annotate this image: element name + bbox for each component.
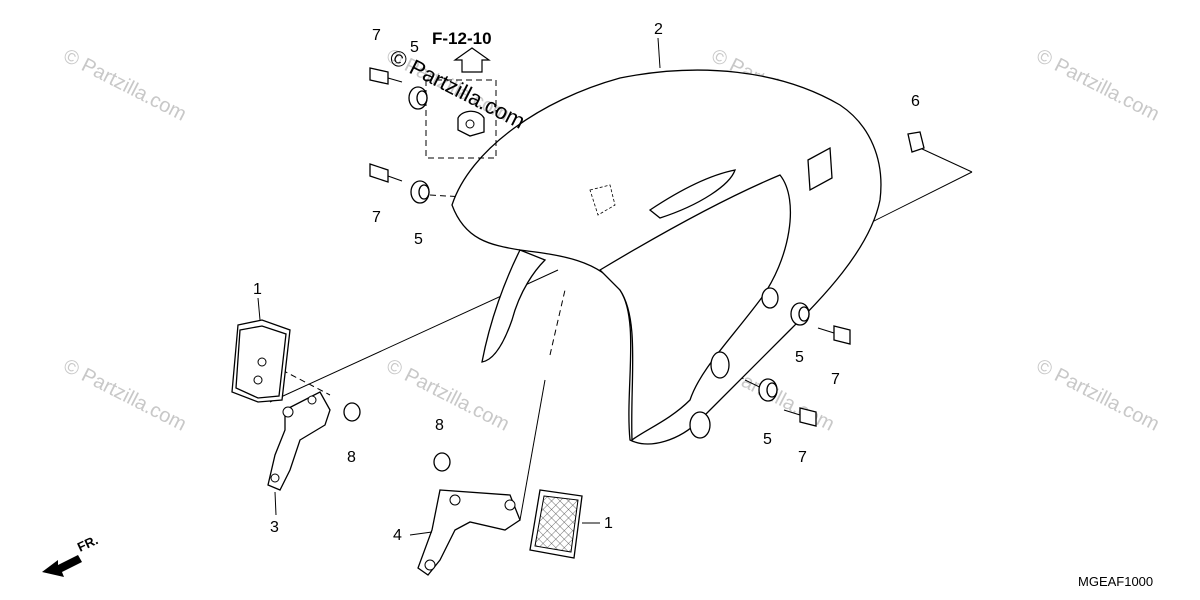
- callout-label: 8: [347, 449, 356, 466]
- callout-label: 1: [253, 281, 262, 298]
- callout-label: 7: [831, 371, 840, 388]
- detail-box: [425, 79, 497, 159]
- callouts: 2 7 5 7 5 6 1 5 7 5 7 8 8 3 4 1: [253, 21, 920, 544]
- watermark: © Partzilla.com: [60, 355, 190, 436]
- callout-label: 3: [270, 519, 279, 536]
- bracket-left: [267, 391, 331, 491]
- callout-label: 8: [435, 417, 444, 434]
- callout-label: 5: [414, 231, 423, 248]
- reflector-left: [231, 319, 291, 403]
- watermark: © Partzilla.com: [383, 355, 513, 436]
- watermark: © Partzilla.com: [60, 45, 190, 126]
- callout-label: 7: [372, 209, 381, 226]
- watermark: © Partzilla.com: [1033, 45, 1163, 126]
- watermark: © Partzilla.com: [1033, 355, 1163, 436]
- leader-lines: [257, 37, 661, 536]
- callout-label: 7: [798, 449, 807, 466]
- callout-label: 7: [372, 27, 381, 44]
- direction-label: FR.: [75, 532, 100, 554]
- bracket-right: [417, 489, 521, 576]
- callout-label: 4: [393, 527, 402, 544]
- diagram-code: MGEAF1000: [1078, 574, 1153, 589]
- callout-label: 5: [410, 39, 419, 56]
- reflector-right: [529, 489, 583, 559]
- arrow-left-icon: [42, 555, 82, 577]
- arrow-up-icon: [453, 47, 491, 73]
- callout-label: 5: [795, 349, 804, 366]
- hardware: [343, 67, 925, 472]
- front-fender: [451, 69, 882, 445]
- callout-label: 2: [654, 21, 663, 38]
- callout-label: 5: [763, 431, 772, 448]
- reference-label: F-12-10: [432, 29, 492, 48]
- callout-label: 1: [604, 515, 613, 532]
- front-direction: FR.: [42, 532, 100, 577]
- callout-label: 6: [911, 93, 920, 110]
